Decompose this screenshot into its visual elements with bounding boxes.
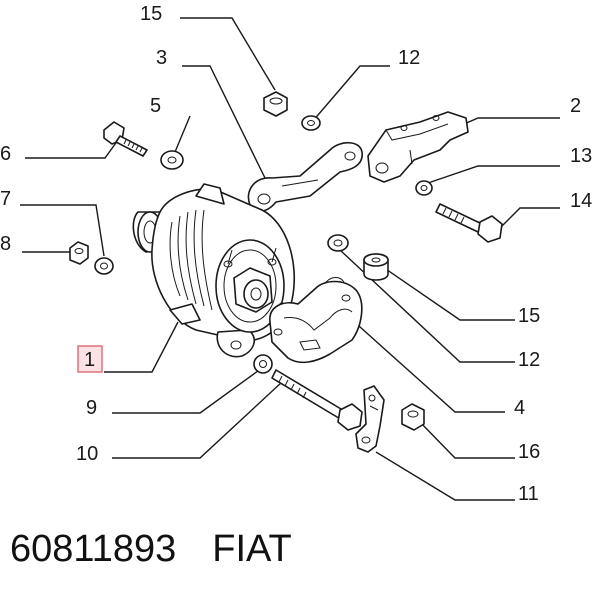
callout-14[interactable]: 14 <box>570 190 592 212</box>
callout-10[interactable]: 10 <box>76 443 98 465</box>
bracket-clip-11 <box>355 385 385 453</box>
spacer-15-bottom <box>363 253 389 281</box>
callout-16[interactable]: 16 <box>518 441 540 463</box>
leader-7 <box>20 204 105 257</box>
leader-14 <box>495 207 560 233</box>
leader-lines <box>20 17 560 501</box>
footer-caption: 60811893 FIAT <box>10 528 292 571</box>
callout-11[interactable]: 11 <box>518 483 539 505</box>
callout-8[interactable]: 8 <box>0 233 11 255</box>
callout-labels: 15 3 12 5 2 6 13 7 14 8 15 1 12 9 4 10 1… <box>0 3 592 505</box>
callout-2[interactable]: 2 <box>570 95 581 117</box>
leader-12-bottom <box>339 249 515 363</box>
washer-13 <box>415 180 433 196</box>
leader-5 <box>174 115 191 153</box>
leader-3 <box>182 65 266 179</box>
callout-1[interactable]: 1 <box>84 349 95 371</box>
leader-2 <box>454 117 560 129</box>
callout-5[interactable]: 5 <box>150 95 161 117</box>
leader-13 <box>427 165 560 184</box>
part-number: 60811893 <box>10 528 177 570</box>
part-1-highlight-box <box>77 345 103 373</box>
leader-15-bottom <box>379 264 515 321</box>
callout-7[interactable]: 7 <box>0 188 11 210</box>
long-bolt-10 <box>271 369 363 431</box>
washer-12-bottom <box>327 234 349 252</box>
hex-nut-15-top <box>263 91 288 117</box>
leader-9 <box>112 367 263 414</box>
rear-cover-4 <box>269 277 363 364</box>
washer-12-top <box>301 115 321 131</box>
callout-3[interactable]: 3 <box>156 47 167 69</box>
callout-9[interactable]: 9 <box>86 397 97 419</box>
mount-bracket-2 <box>367 111 469 183</box>
brand-name: FIAT <box>212 528 292 570</box>
leader-1 <box>104 321 179 373</box>
leader-12-top <box>311 65 390 123</box>
washer-5 <box>160 150 184 170</box>
callout-4[interactable]: 4 <box>514 397 525 419</box>
leader-6 <box>25 139 119 159</box>
bracket-arm-3 <box>247 141 363 213</box>
leader-10 <box>112 381 283 459</box>
leader-15-top <box>180 17 276 91</box>
callout-12-bottom[interactable]: 12 <box>518 349 540 371</box>
callout-13[interactable]: 13 <box>570 145 592 167</box>
bolt-14 <box>435 203 503 243</box>
washer-9 <box>253 354 273 374</box>
bolt-6 <box>103 121 148 157</box>
callout-12-top[interactable]: 12 <box>398 47 420 69</box>
nut-16 <box>401 403 425 431</box>
alternator-1 <box>132 183 296 358</box>
callout-15-top[interactable]: 15 <box>140 3 162 25</box>
washer-7 <box>94 257 114 275</box>
leader-11 <box>375 451 515 501</box>
callout-15-bottom[interactable]: 15 <box>518 305 540 327</box>
leader-4 <box>349 317 505 413</box>
leader-16 <box>417 419 515 459</box>
nut-8 <box>69 241 89 265</box>
callout-6[interactable]: 6 <box>0 143 11 165</box>
